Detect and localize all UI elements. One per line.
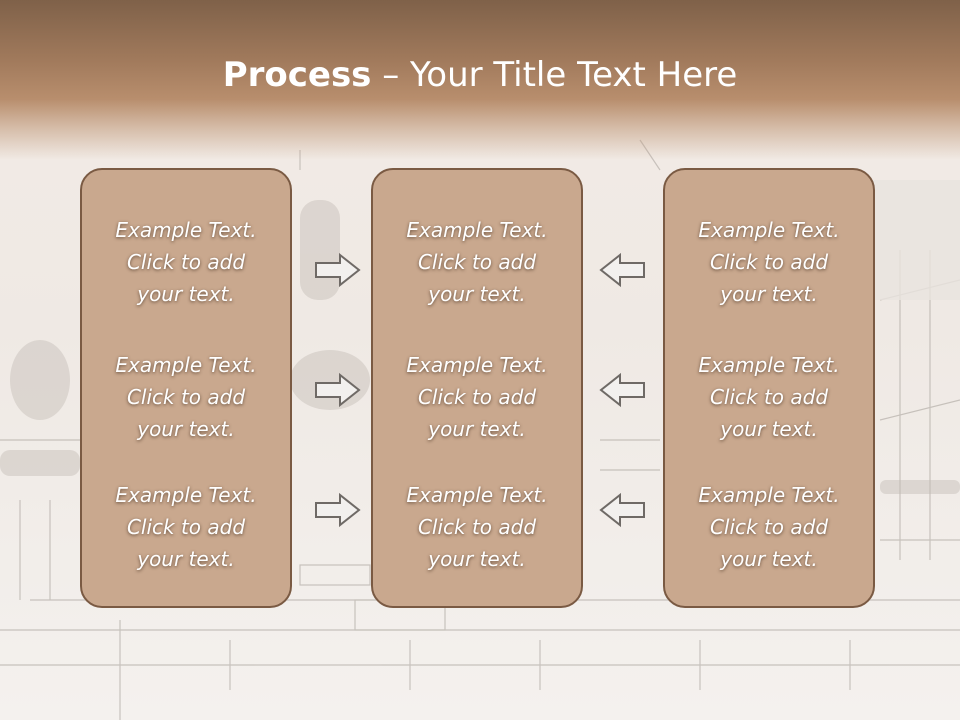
text-line: Click to add — [126, 385, 246, 409]
text-line: Example Text. — [698, 218, 840, 242]
arrow-right-icon[interactable] — [314, 372, 362, 408]
text-line: Click to add — [126, 515, 246, 539]
text-line: your text. — [428, 547, 526, 571]
title-rest-text: – Your Title Text Here — [371, 55, 738, 95]
text-line: Click to add — [709, 385, 829, 409]
text-block[interactable]: Example Text. Click to add your text. — [82, 214, 290, 310]
text-line: Example Text. — [698, 353, 840, 377]
text-line: Example Text. — [698, 483, 840, 507]
text-line: your text. — [137, 282, 235, 306]
text-line: Example Text. — [115, 353, 257, 377]
title-bar — [0, 0, 960, 160]
text-line: your text. — [720, 282, 818, 306]
text-line: Example Text. — [406, 218, 548, 242]
text-line: your text. — [720, 547, 818, 571]
arrow-right-icon[interactable] — [314, 252, 362, 288]
text-block[interactable]: Example Text. Click to add your text. — [665, 214, 873, 310]
text-line: Example Text. — [406, 353, 548, 377]
text-block[interactable]: Example Text. Click to add your text. — [82, 349, 290, 445]
arrow-right-icon[interactable] — [314, 492, 362, 528]
text-line: Click to add — [709, 250, 829, 274]
text-block[interactable]: Example Text. Click to add your text. — [373, 479, 581, 575]
text-line: your text. — [137, 547, 235, 571]
text-line: your text. — [720, 417, 818, 441]
text-block[interactable]: Example Text. Click to add your text. — [82, 479, 290, 575]
text-line: Click to add — [417, 385, 537, 409]
text-line: Click to add — [709, 515, 829, 539]
arrow-left-icon[interactable] — [598, 372, 646, 408]
text-block[interactable]: Example Text. Click to add your text. — [373, 349, 581, 445]
text-block[interactable]: Example Text. Click to add your text. — [665, 349, 873, 445]
text-line: Click to add — [417, 250, 537, 274]
text-line: your text. — [137, 417, 235, 441]
text-block[interactable]: Example Text. Click to add your text. — [373, 214, 581, 310]
text-line: Click to add — [417, 515, 537, 539]
arrow-left-icon[interactable] — [598, 492, 646, 528]
text-line: Click to add — [126, 250, 246, 274]
text-line: your text. — [428, 282, 526, 306]
process-box-left[interactable]: Example Text. Click to add your text. Ex… — [80, 168, 292, 608]
text-line: Example Text. — [115, 218, 257, 242]
slide-title[interactable]: Process – Your Title Text Here — [0, 52, 960, 98]
title-bold-text: Process — [222, 55, 372, 95]
text-line: your text. — [428, 417, 526, 441]
arrow-left-icon[interactable] — [598, 252, 646, 288]
text-line: Example Text. — [406, 483, 548, 507]
text-line: Example Text. — [115, 483, 257, 507]
text-block[interactable]: Example Text. Click to add your text. — [665, 479, 873, 575]
process-box-center[interactable]: Example Text. Click to add your text. Ex… — [371, 168, 583, 608]
process-box-right[interactable]: Example Text. Click to add your text. Ex… — [663, 168, 875, 608]
